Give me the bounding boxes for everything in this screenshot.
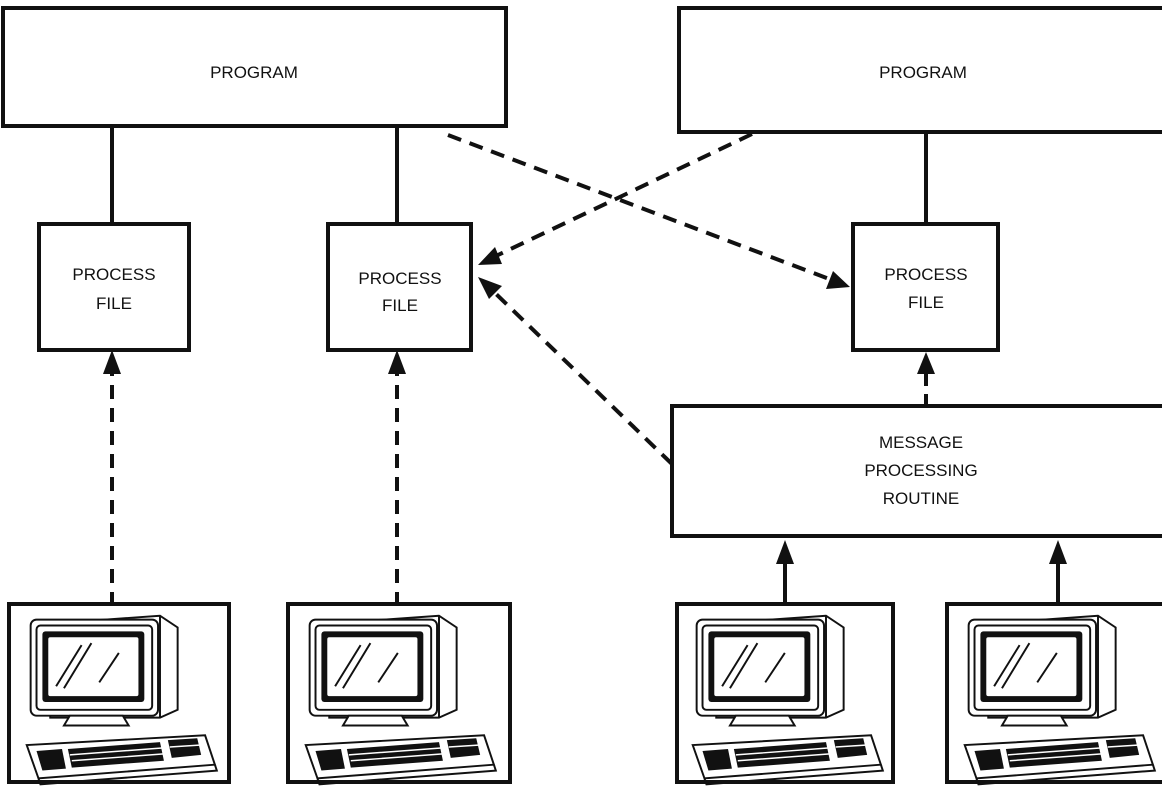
arrowhead (1049, 540, 1067, 564)
process-file-1-line2: FILE (96, 294, 132, 313)
terminal-3 (675, 602, 895, 786)
program-box-left: PROGRAM (1, 6, 508, 128)
terminal-1 (7, 602, 231, 786)
process-file-box-2: PROCESS FILE (326, 222, 473, 352)
routine-line3: ROUTINE (883, 489, 960, 508)
terminal-4 (945, 602, 1162, 786)
message-processing-routine-box: MESSAGE PROCESSING ROUTINE (670, 404, 1162, 538)
dashed-program-right-to-file2 (495, 132, 753, 258)
arrowhead (478, 247, 502, 265)
dashed-program-left-to-file3 (447, 133, 833, 282)
arrowhead (388, 350, 406, 374)
arrowhead (103, 350, 121, 374)
program-box-right: PROGRAM (677, 6, 1162, 134)
terminal-2 (286, 602, 512, 786)
arrowhead (917, 352, 935, 374)
process-file-3-line2: FILE (908, 293, 944, 312)
dashed-routine-to-file2 (492, 290, 674, 466)
arrowhead (776, 540, 794, 564)
process-file-2-line2: FILE (382, 296, 418, 315)
process-file-1-line1: PROCESS (72, 265, 155, 284)
program-left-label: PROGRAM (210, 63, 298, 82)
process-file-box-3: PROCESS FILE (851, 222, 1000, 352)
program-right-label: PROGRAM (879, 63, 967, 82)
routine-line2: PROCESSING (864, 461, 977, 480)
arrowhead (826, 271, 850, 289)
arrowhead (478, 277, 502, 299)
process-file-2-line1: PROCESS (358, 269, 441, 288)
process-file-3-line1: PROCESS (884, 265, 967, 284)
process-file-box-1: PROCESS FILE (37, 222, 191, 352)
routine-line1: MESSAGE (879, 433, 963, 452)
